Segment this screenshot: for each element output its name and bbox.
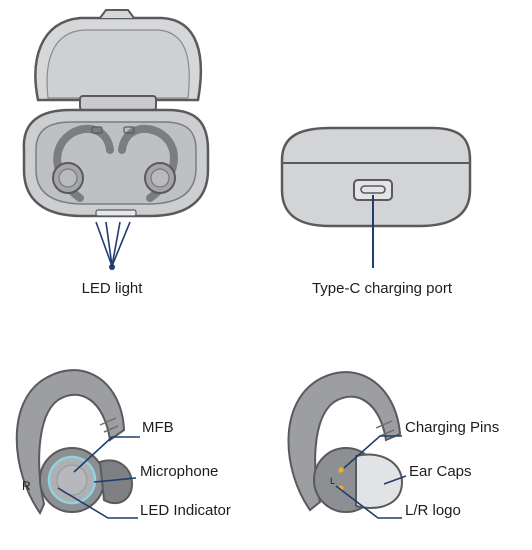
earbud-back-view: L Charging Pins Ear Caps L/R logo <box>287 371 499 519</box>
callout-ear-caps: Ear Caps <box>409 463 472 480</box>
callout-mfb: MFB <box>142 419 174 436</box>
case-earbud-left <box>52 124 114 202</box>
side-letter-l: L <box>330 476 335 486</box>
charging-pin-1 <box>338 467 344 473</box>
open-charging-case: LED light <box>22 9 210 297</box>
case-earbud-right <box>118 124 178 202</box>
callout-microphone: Microphone <box>140 463 218 480</box>
led-light-label: LED light <box>82 280 144 297</box>
callout-led-indicator: LED Indicator <box>140 502 231 519</box>
closed-charging-case: Type-C charging port <box>280 126 472 297</box>
case-hinge <box>79 95 157 111</box>
side-letter-r: R <box>22 479 31 493</box>
led-light-dot <box>109 264 115 270</box>
led-light-leaders <box>95 221 131 267</box>
closed-case-body <box>280 126 472 228</box>
ear-hook-back <box>287 371 402 512</box>
callout-charging-pins: Charging Pins <box>405 419 499 436</box>
ear-cap <box>355 453 404 509</box>
ear-tip <box>98 459 134 505</box>
type-c-label: Type-C charging port <box>312 280 453 297</box>
back-leaders <box>335 435 407 519</box>
ear-hook <box>15 369 126 516</box>
front-leaders <box>57 436 140 519</box>
earbud-front-view: R MFB Microphone LED Indicator <box>15 369 231 519</box>
callout-lr-logo: L/R logo <box>405 502 461 519</box>
led-strip <box>95 209 137 217</box>
